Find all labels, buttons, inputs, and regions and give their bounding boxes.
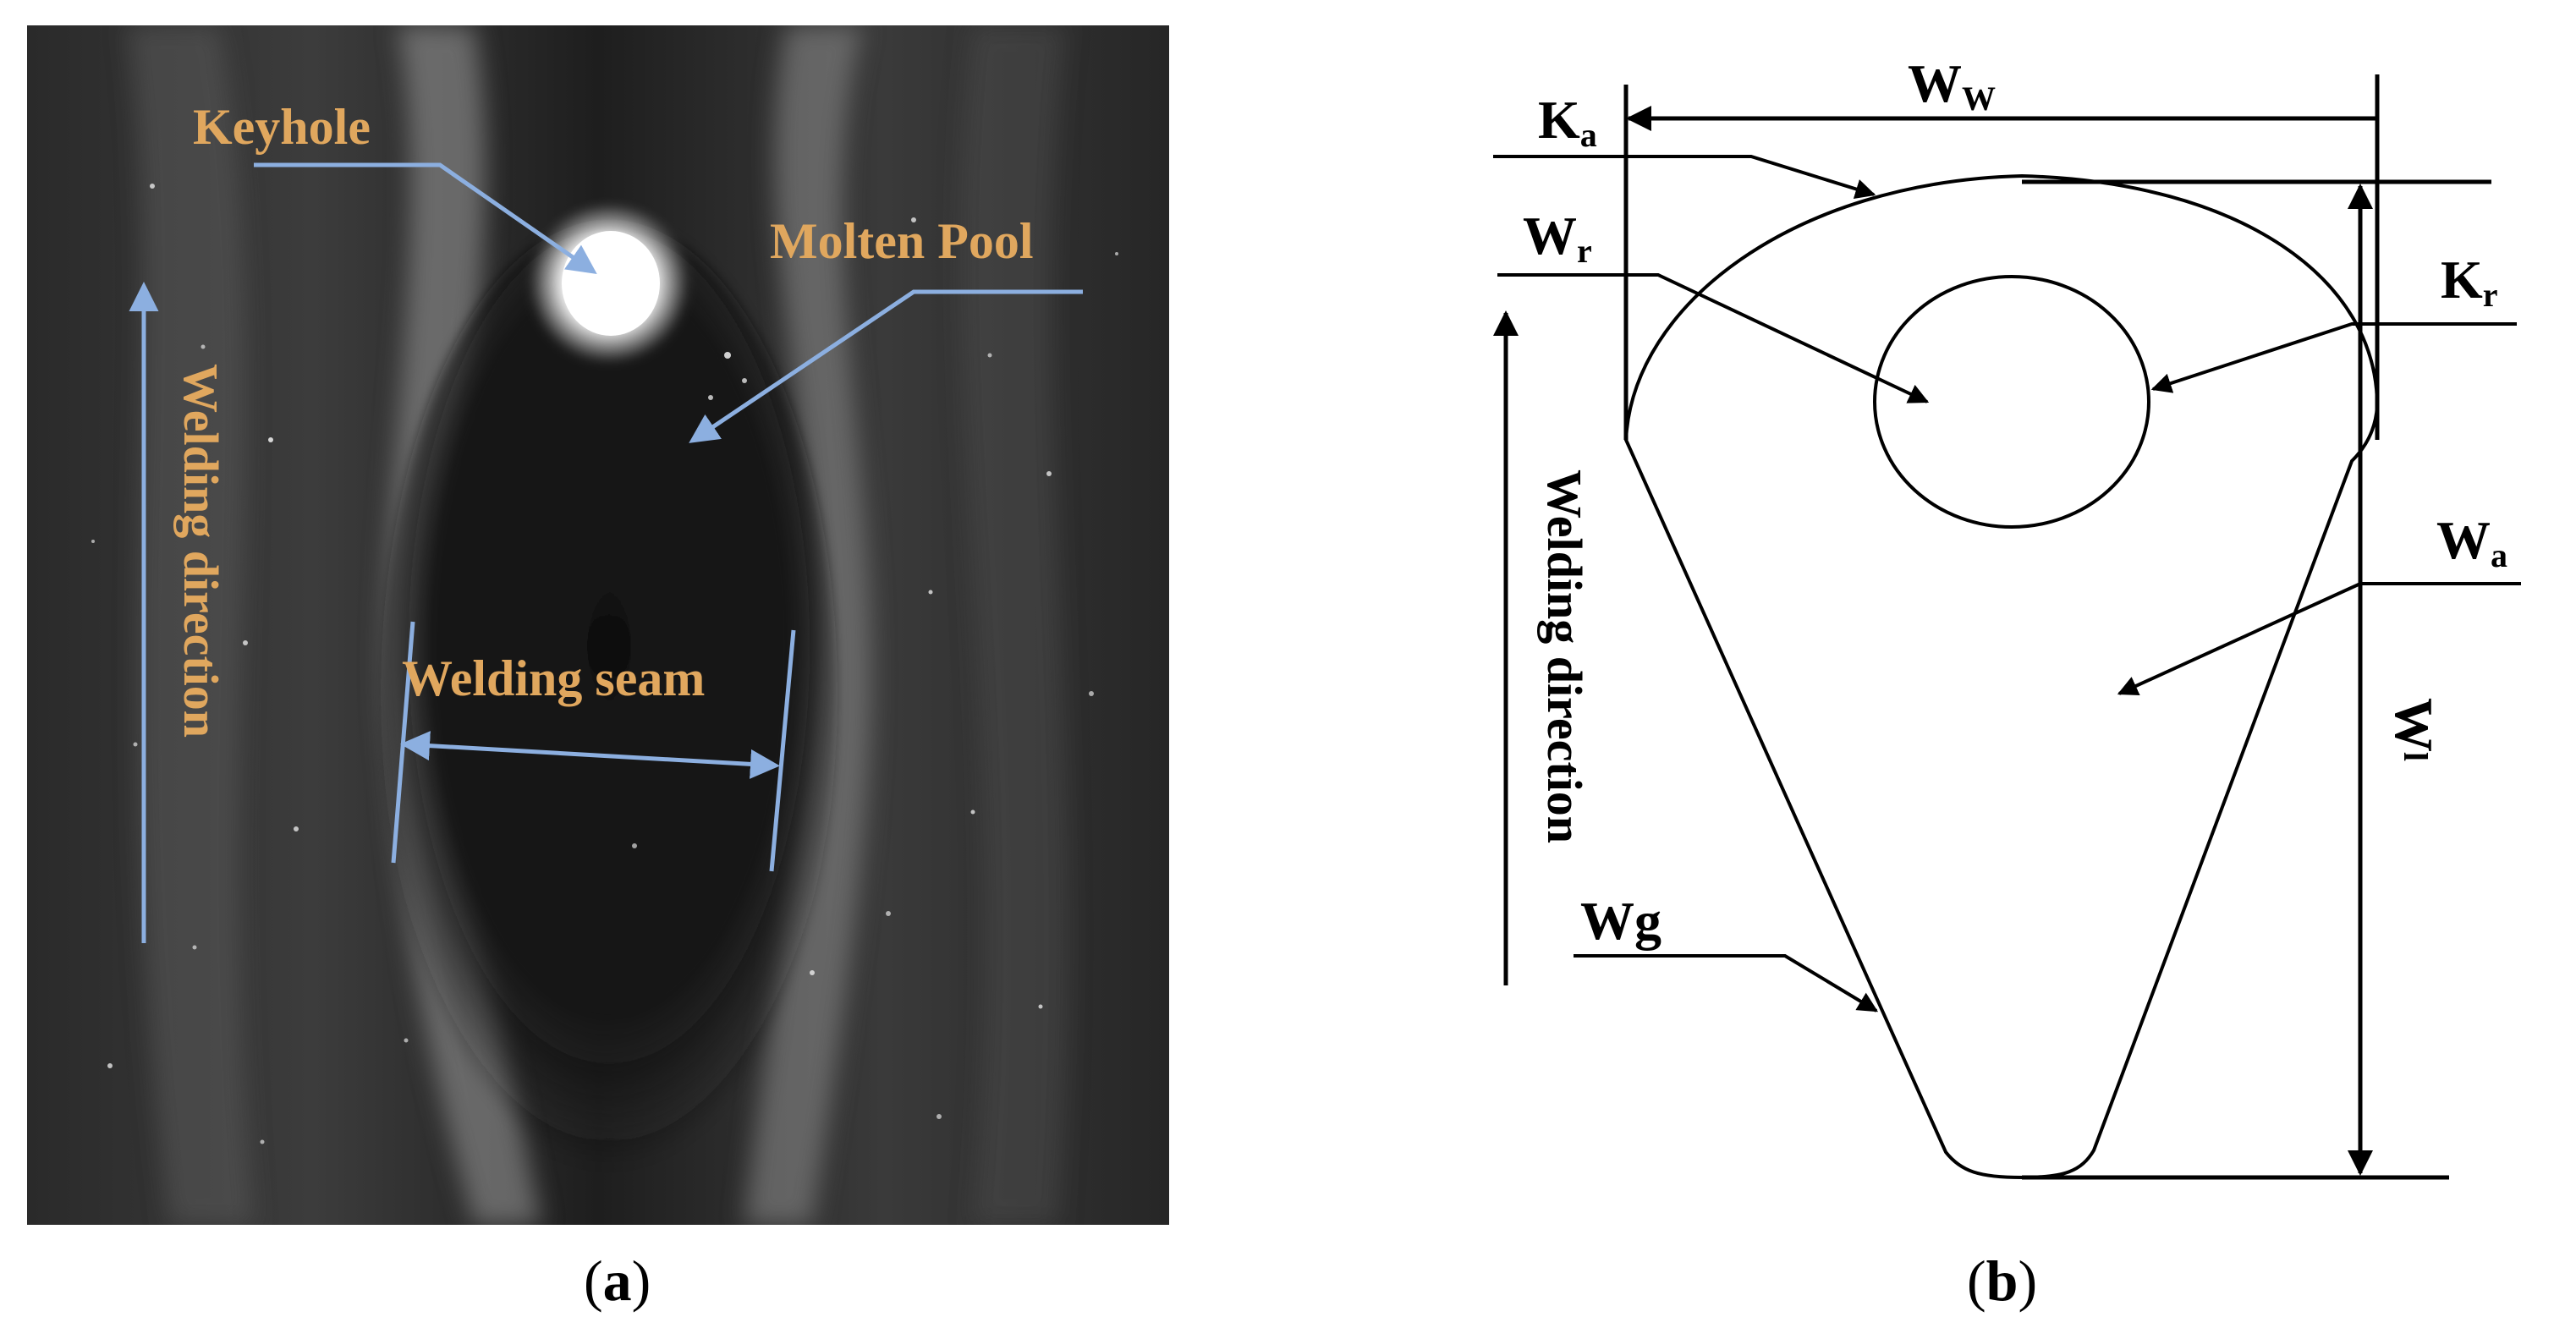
keyhole-pointer bbox=[254, 162, 597, 274]
wr-label: Wr bbox=[1523, 206, 1592, 270]
keyhole-circle bbox=[1873, 275, 2150, 529]
seam-edge-right bbox=[769, 629, 796, 872]
caption-a: (a) bbox=[584, 1248, 651, 1313]
molten-pool-pointer bbox=[689, 289, 1083, 443]
wl-label: Wl bbox=[2384, 698, 2444, 761]
photo-annotations bbox=[129, 162, 1083, 943]
kr-pointer bbox=[2150, 322, 2517, 393]
welding-direction-label-a: Welding direction bbox=[173, 364, 228, 738]
keyhole-label: Keyhole bbox=[193, 99, 371, 155]
spatter-speckles bbox=[91, 184, 1118, 1144]
caption-a-letter: a bbox=[602, 1248, 632, 1313]
panel-b-diagram bbox=[1493, 74, 2521, 1180]
wg-label: Wg bbox=[1580, 891, 1661, 951]
wa-pointer bbox=[2117, 582, 2521, 695]
welding-seam-label: Welding seam bbox=[402, 650, 705, 706]
welding-direction-label-b: Welding direction bbox=[1537, 469, 1592, 843]
molten-pool-label: Molten Pool bbox=[770, 213, 1034, 269]
panel-a-photo: Keyhole Molten Pool Welding seam Welding… bbox=[27, 25, 1169, 1225]
molten-pool-region bbox=[381, 220, 838, 1167]
keyhole-core bbox=[562, 231, 660, 336]
ka-label: Ka bbox=[1538, 90, 1597, 154]
caption-b-letter: b bbox=[1986, 1248, 2019, 1313]
wr-pointer bbox=[1497, 273, 1930, 403]
ww-label: WW bbox=[1908, 53, 1996, 118]
ka-pointer bbox=[1493, 155, 1876, 200]
molten-pool-contour bbox=[1623, 173, 2380, 1180]
seam-width-arrow bbox=[400, 731, 780, 779]
wa-label: Wa bbox=[2436, 510, 2507, 574]
kr-label: Kr bbox=[2441, 250, 2498, 314]
panel-b-labels: Ka WW Wr Kr Wa Wl Wg Welding direction bbox=[1523, 53, 2507, 951]
caption-b: (b) bbox=[1967, 1248, 2038, 1313]
wg-pointer bbox=[1574, 954, 1879, 1012]
